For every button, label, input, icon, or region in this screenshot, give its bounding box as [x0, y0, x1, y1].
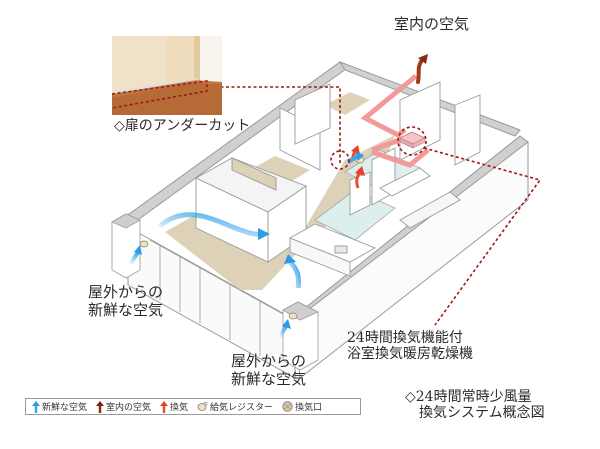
fresh-air-label-left-line2: 新鮮な空気 [88, 301, 164, 319]
system-title-line2: 換気システム概念図 [419, 405, 545, 421]
legend: 新鮮な空気 室内の空気 換気 給気レジスター 換気口 [25, 398, 361, 415]
fresh-air-label-left: 屋外からの 新鮮な空気 [88, 283, 163, 319]
blue-arrow-icon [32, 400, 40, 413]
leader-lines [215, 86, 542, 326]
legend-item-exhaust: 換気 [160, 400, 188, 413]
legend-item-fresh-air: 新鮮な空気 [32, 400, 87, 413]
system-title: ◇24時間常時少風量 換気システム概念図 [405, 389, 545, 421]
columns [111, 213, 319, 371]
exhaust-arrow [351, 145, 360, 154]
front-windows [149, 239, 291, 356]
legend-item-supply-register: 給気レジスター [197, 400, 273, 413]
fresh-air-label-left-line1: 屋外からの [88, 283, 164, 301]
brown-arrow-icon [96, 400, 105, 413]
red-arrow-icon [160, 400, 169, 413]
fresh-air-label-bottom-line2: 新鮮な空気 [231, 370, 307, 388]
exhaust-arrow [355, 166, 365, 176]
fresh-air-label-bottom: 屋外からの 新鮮な空気 [231, 352, 306, 388]
system-title-line1: ◇24時間常時少風量 [405, 389, 532, 405]
legend-item-indoor-air: 室内の空気 [96, 400, 151, 413]
door-undercut-photo [112, 36, 222, 115]
indoor-air-label: 室内の空気 [394, 15, 470, 33]
legend-item-exhaust-vent: 換気口 [282, 400, 322, 413]
legend-label: 新鮮な空気 [42, 403, 88, 413]
door-undercut-label: ◇扉のアンダーカット [114, 118, 251, 134]
bath-unit-label-line2: 浴室換気暖房乾燥機 [347, 346, 473, 362]
fresh-air-label-bottom-line1: 屋外からの [231, 352, 307, 370]
fresh-air-arrows [128, 152, 364, 339]
interior-walls [195, 81, 481, 277]
exhaust-duct [360, 74, 430, 168]
exhaust-vent-icon [282, 401, 293, 412]
supply-register-icon [197, 401, 208, 411]
bath-unit-label: 24時間換気機能付 浴室換気暖房乾燥機 [347, 330, 473, 362]
bath-unit-label-line1: 24時間換気機能付 [347, 330, 463, 346]
legend-label: 換気 [170, 403, 189, 413]
legend-label: 室内の空気 [106, 403, 152, 413]
legend-label: 換気口 [295, 403, 323, 413]
legend-label: 給気レジスター [210, 403, 274, 413]
